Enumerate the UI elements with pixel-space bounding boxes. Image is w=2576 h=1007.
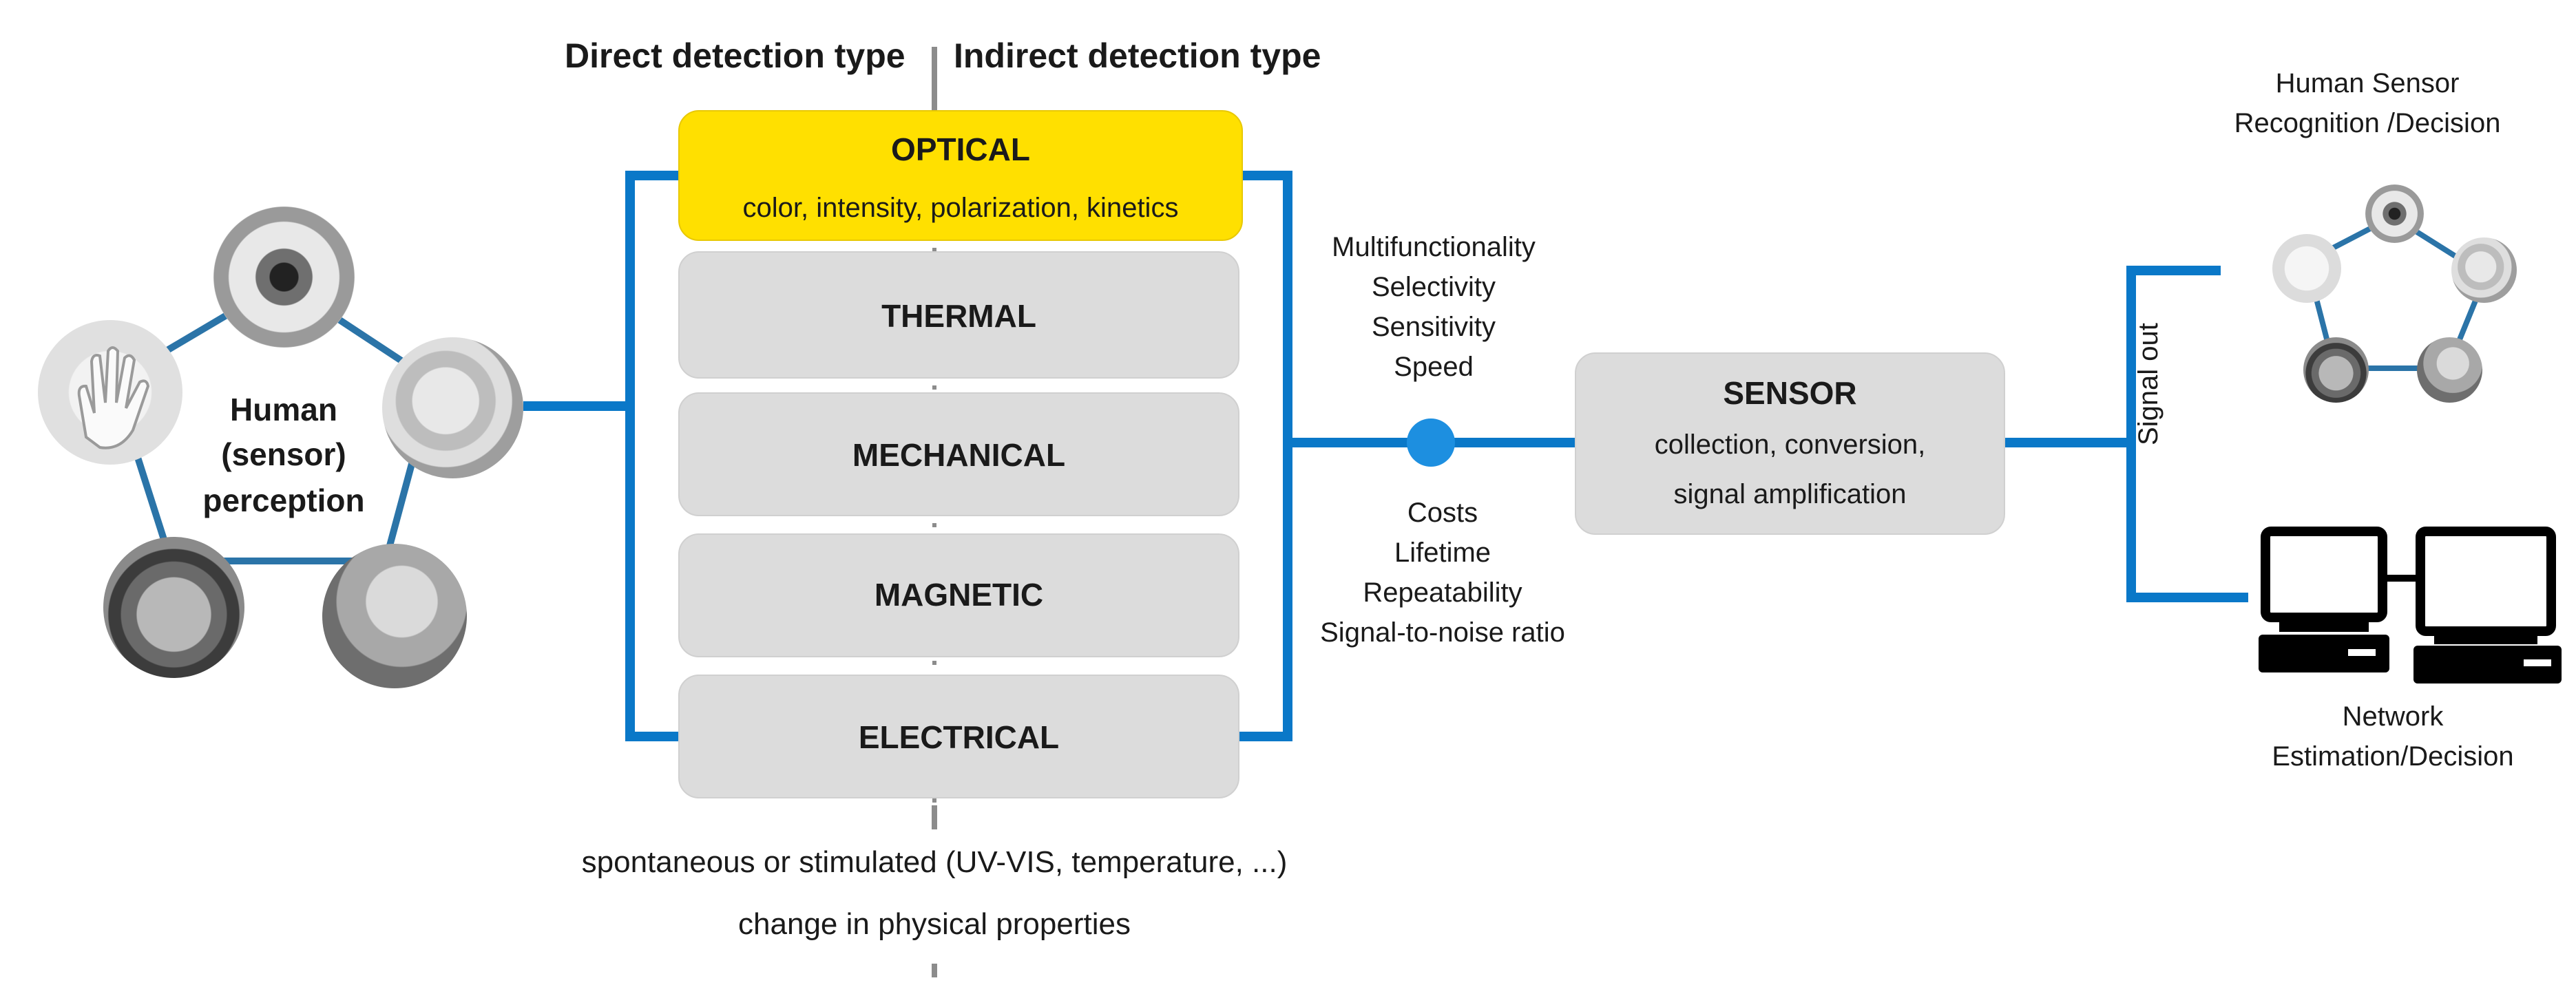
output-bracket — [2126, 266, 2248, 602]
junction-dot — [1407, 418, 1455, 467]
eye-icon — [213, 206, 355, 348]
criteria-top-item: Selectivity — [1371, 272, 1496, 302]
human-label-line1: Human — [230, 392, 337, 427]
human-label-line2: (sensor) — [221, 436, 346, 472]
network-label: Network Estimation/Decision — [2272, 697, 2513, 776]
thermal-box: THERMAL — [678, 251, 1239, 379]
sensor-box: SENSOR collection, conversion, signal am… — [1575, 352, 2005, 535]
sensor-line2: signal amplification — [1673, 479, 1907, 509]
tongue-icon — [103, 537, 244, 678]
criteria-bottom-list: Costs Lifetime Repeatability Signal-to-n… — [1320, 493, 1565, 653]
mechanical-box: MECHANICAL — [678, 392, 1239, 516]
indirect-detection-header: Indirect detection type — [954, 36, 1321, 75]
signal-out-label: Signal out — [2133, 323, 2164, 445]
optical-subtitle: color, intensity, polarization, kinetics — [742, 193, 1179, 223]
small-hand-icon — [2272, 234, 2341, 303]
magnetic-box: MAGNETIC — [678, 533, 1239, 657]
human-sensor-line2: Recognition /Decision — [2234, 108, 2501, 138]
bottom-line2: change in physical properties — [738, 907, 1131, 941]
optical-title: OPTICAL — [891, 131, 1030, 167]
computer-left-icon — [2259, 527, 2389, 672]
hand-shape — [77, 346, 150, 449]
hand-icon — [38, 320, 182, 465]
criteria-top-item: Sensitivity — [1371, 312, 1496, 342]
small-nose-icon — [2417, 337, 2482, 403]
direct-detection-header: Direct detection type — [565, 36, 905, 75]
criteria-bottom-item: Signal-to-noise ratio — [1320, 617, 1565, 648]
magnetic-title: MAGNETIC — [874, 577, 1044, 613]
criteria-bottom-item: Lifetime — [1394, 538, 1491, 568]
criteria-bottom-item: Repeatability — [1363, 577, 1522, 608]
criteria-bottom-item: Costs — [1407, 498, 1478, 528]
network-line1: Network — [2342, 701, 2444, 732]
electrical-box: ELECTRICAL — [678, 675, 1239, 798]
computer-right-icon — [2413, 527, 2562, 683]
criteria-top-item: Speed — [1394, 352, 1474, 382]
human-sensor-label: Human Sensor Recognition /Decision — [2234, 63, 2501, 143]
criteria-top-list: Multifunctionality Selectivity Sensitivi… — [1332, 227, 1536, 387]
bottom-line1: spontaneous or stimulated (UV-VIS, tempe… — [581, 845, 1288, 879]
small-ear-icon — [2451, 237, 2517, 303]
thermal-title: THERMAL — [881, 298, 1036, 334]
right-bracket — [1239, 171, 1292, 741]
human-sensor-line1: Human Sensor — [2275, 68, 2460, 98]
computer-network-icon — [2259, 527, 2562, 683]
nose-icon — [322, 544, 467, 688]
network-line2: Estimation/Decision — [2272, 741, 2514, 772]
human-label-line3: perception — [202, 483, 365, 518]
mechanical-title: MECHANICAL — [852, 437, 1066, 473]
small-tongue-icon — [2303, 337, 2369, 403]
sensor-title: SENSOR — [1723, 375, 1857, 411]
ear-icon — [382, 337, 523, 478]
optical-box: OPTICAL color, intensity, polarization, … — [678, 110, 1243, 241]
criteria-top-item: Multifunctionality — [1332, 232, 1536, 262]
electrical-title: ELECTRICAL — [858, 719, 1060, 755]
left-bracket — [625, 171, 678, 741]
sensor-line1: collection, conversion, — [1654, 430, 1926, 460]
small-eye-icon — [2365, 184, 2424, 243]
